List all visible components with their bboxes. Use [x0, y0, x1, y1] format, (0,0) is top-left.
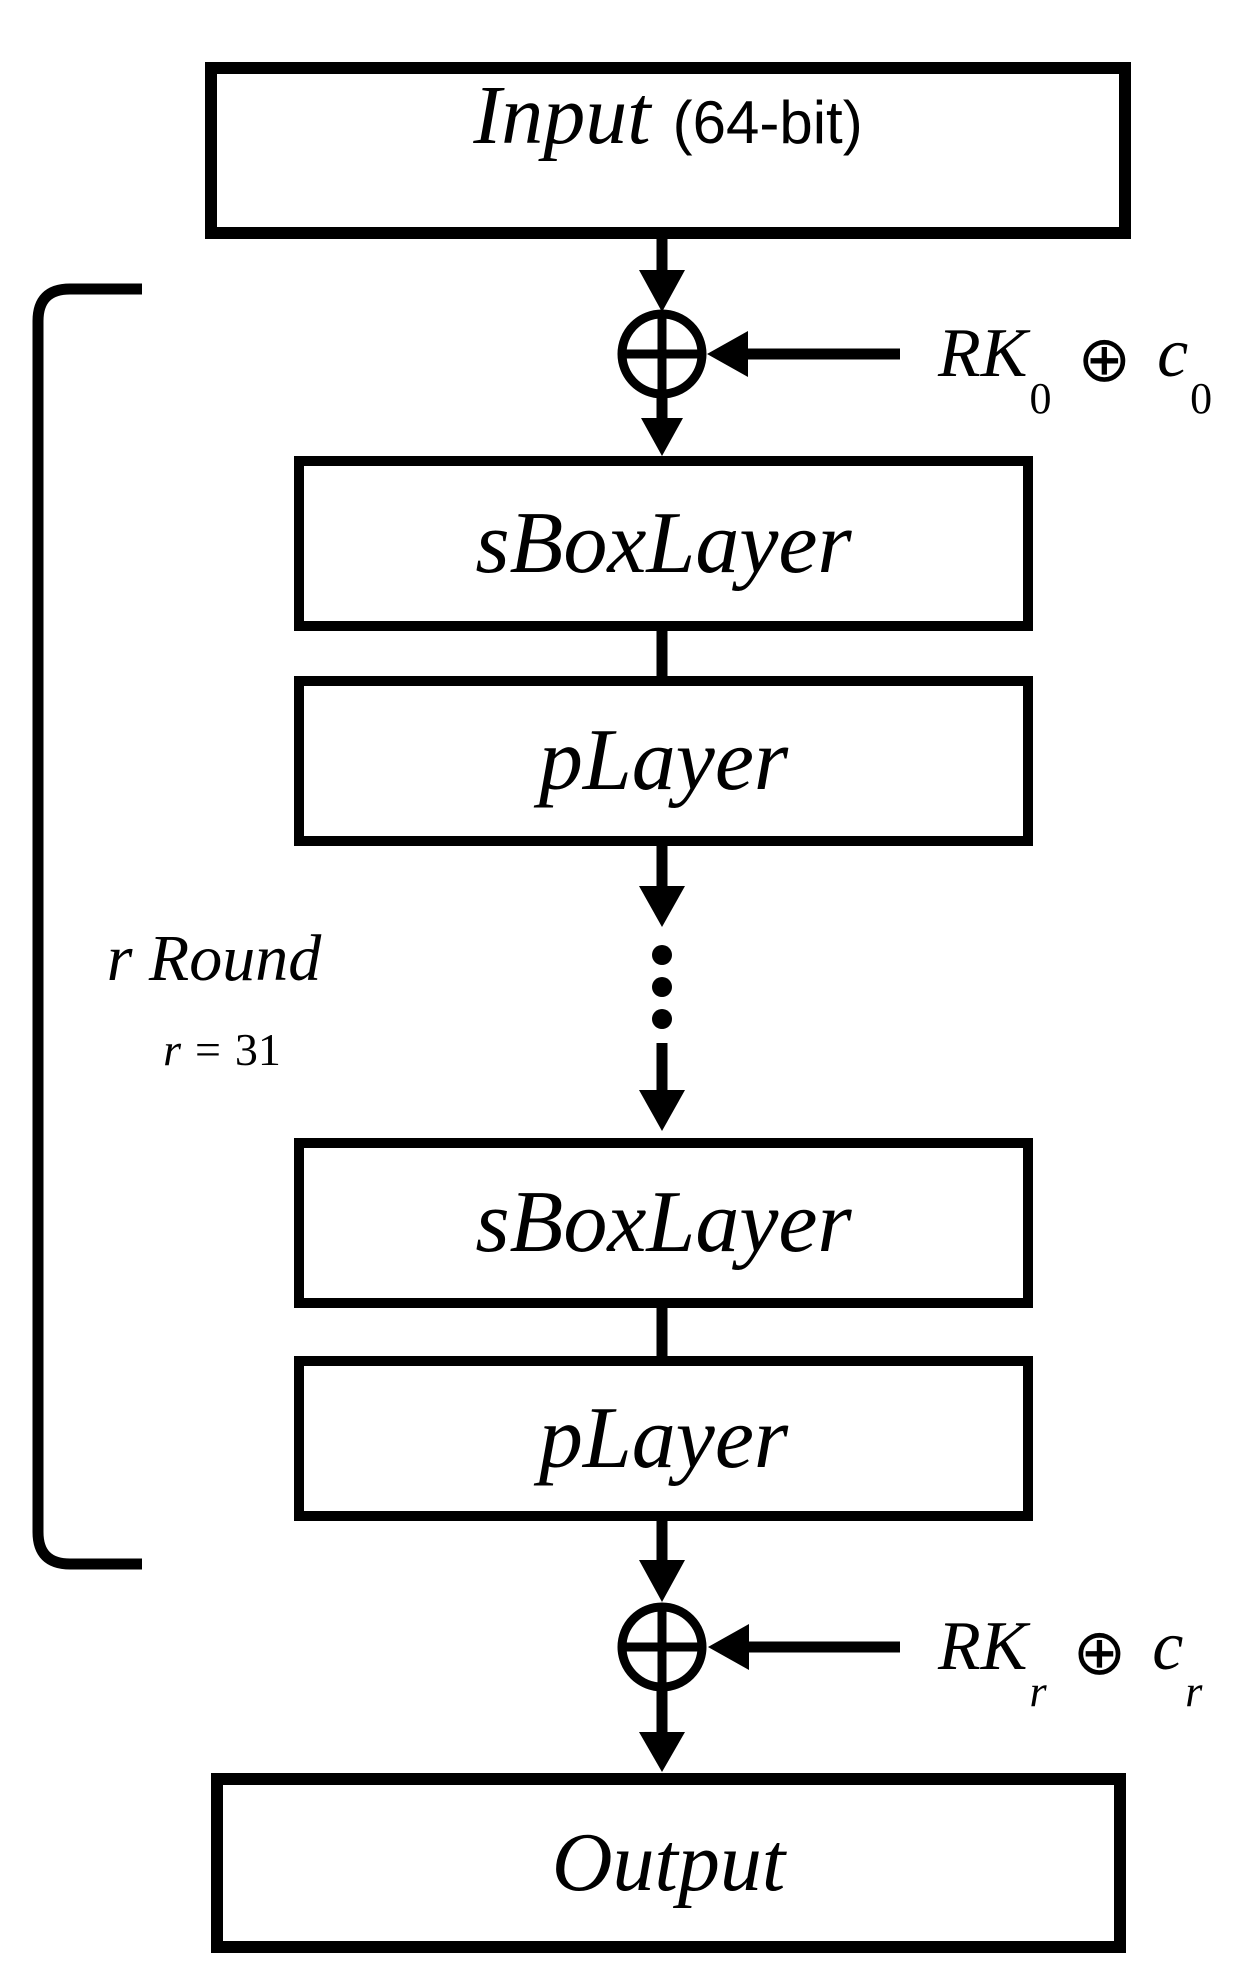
p-layer-bottom-label: pLayer	[538, 1389, 789, 1487]
xor-node-top-icon	[617, 309, 707, 399]
roundkey0-subscript: 0	[1029, 374, 1052, 423]
input-box: Input (64-bit)	[205, 62, 1131, 239]
constant0-subscript: 0	[1190, 374, 1213, 423]
output-box: Output	[211, 1773, 1126, 1953]
arrow-left-roundkey0-icon	[707, 331, 900, 377]
arrow-down-player-to-ellipsis-icon	[639, 843, 685, 927]
sbox-layer-bottom-label: sBoxLayer	[475, 1174, 852, 1271]
arrow-down-xor-to-sbox-icon	[641, 396, 683, 456]
roundkey0-symbol: RK	[938, 315, 1028, 392]
round-count-label: r Round	[106, 922, 322, 995]
p-layer-bottom-box: pLayer	[294, 1356, 1033, 1521]
input-box-label: Input	[473, 69, 651, 162]
constant-r-symbol: c	[1152, 1608, 1184, 1685]
arrow-down-input-to-xor-icon	[639, 230, 685, 312]
input-box-bits-label: (64-bit)	[672, 89, 863, 156]
constant0-symbol: c	[1157, 315, 1189, 392]
xor-operator-icon: ⊕	[1077, 322, 1132, 397]
arrow-down-player-to-xor-icon	[639, 1516, 685, 1602]
round-variable: r	[163, 1024, 181, 1075]
arrow-left-roundkey-r-icon	[708, 1624, 900, 1670]
p-layer-top-box: pLayer	[294, 676, 1033, 846]
roundkey-r-symbol: RK	[938, 1608, 1028, 1685]
output-box-label: Output	[551, 1816, 786, 1909]
xor-node-bottom-icon	[617, 1602, 707, 1692]
p-layer-top-label: pLayer	[538, 712, 789, 809]
xor-operator-icon: ⊕	[1072, 1615, 1127, 1690]
arrow-down-ellipsis-to-sbox-icon	[639, 1043, 685, 1131]
roundkey0-xor-constant-label: RK0⊕c0	[938, 319, 1212, 421]
roundkey-r-xor-constant-label: RKr⊕cr	[938, 1612, 1202, 1714]
sbox-layer-top-label: sBoxLayer	[475, 494, 852, 592]
sbox-layer-bottom-box: sBoxLayer	[294, 1138, 1033, 1308]
round-bracket-icon	[32, 283, 142, 1570]
constant-r-subscript: r	[1185, 1667, 1203, 1716]
round-count-equation: r = 31	[47, 1024, 397, 1075]
ellipsis-icon	[652, 945, 672, 1029]
roundkey-r-subscript: r	[1029, 1667, 1047, 1716]
equals-sign: =	[194, 1024, 221, 1075]
sbox-layer-top-box: sBoxLayer	[294, 456, 1033, 631]
round-value: 31	[234, 1024, 281, 1075]
arrow-down-xor-to-output-icon	[639, 1689, 685, 1772]
